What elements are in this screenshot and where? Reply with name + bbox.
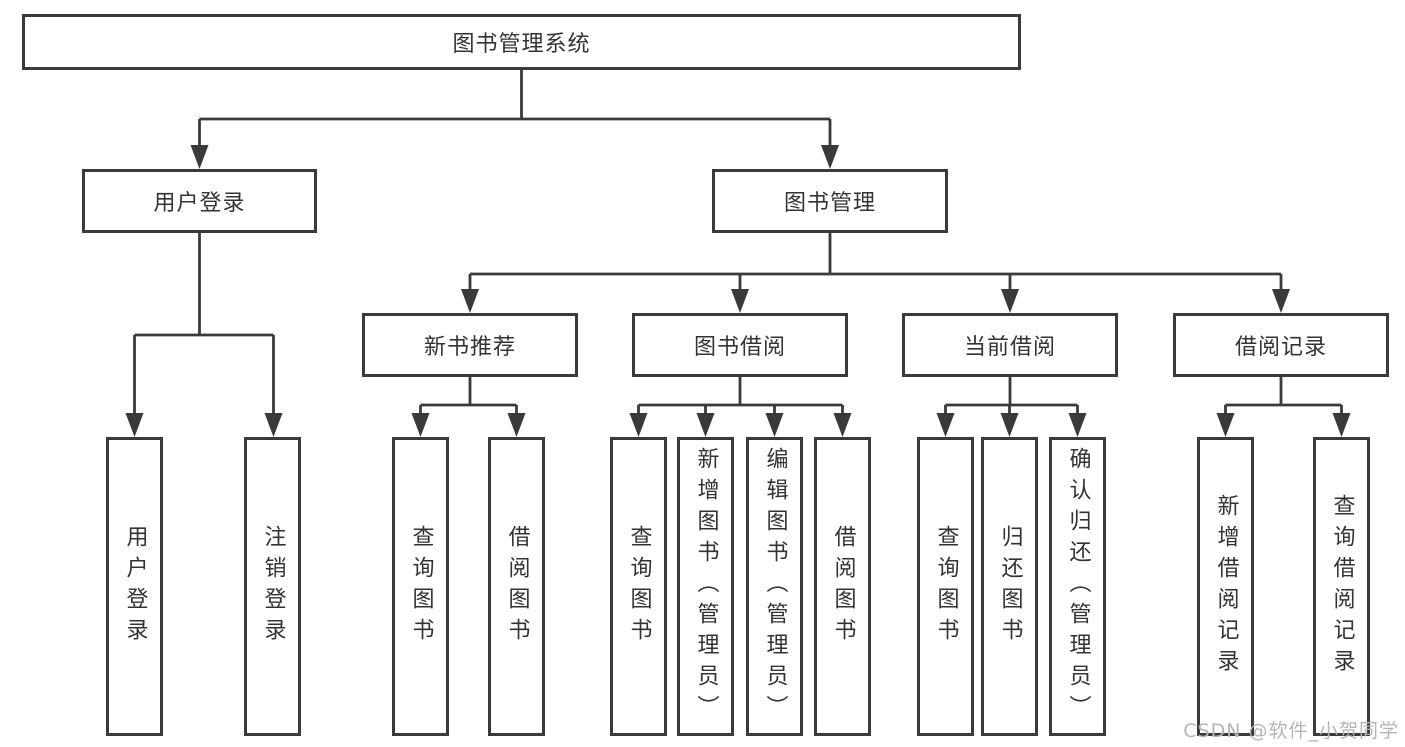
node-current-borrow-label: 当前借阅 — [963, 335, 1056, 360]
node-new-book-recommend-label: 新书推荐 — [423, 335, 516, 360]
node-logout-action: 注销登录 — [244, 437, 301, 736]
node-borrow-records: 借阅记录 — [1173, 313, 1389, 377]
node-query-books-recommend-label: 查询图书 — [408, 524, 434, 649]
node-edit-books-admin: 编辑图书（管理员） — [746, 437, 803, 736]
node-query-books-recommend: 查询图书 — [392, 437, 449, 736]
node-book-management: 图书管理 — [712, 169, 948, 233]
node-edit-books-admin-label: 编辑图书（管理员） — [762, 447, 788, 726]
node-borrow-books-recommend: 借阅图书 — [488, 437, 545, 736]
node-query-borrow-record-label: 查询借阅记录 — [1329, 493, 1355, 680]
connector-paths — [133, 70, 1343, 416]
node-library-system-label: 图书管理系统 — [452, 32, 591, 57]
node-return-books: 归还图书 — [981, 437, 1038, 736]
node-borrow-books-recommend-label: 借阅图书 — [504, 524, 530, 649]
node-add-borrow-record: 新增借阅记录 — [1197, 437, 1254, 736]
node-query-books-current-label: 查询图书 — [933, 524, 959, 649]
csdn-watermark: CSDN @软件_小贺同学 — [1183, 720, 1399, 742]
node-borrow-books: 借阅图书 — [814, 437, 871, 736]
node-borrow-books-label: 借阅图书 — [830, 524, 856, 649]
node-book-borrow: 图书借阅 — [632, 313, 848, 377]
node-query-books-current: 查询图书 — [917, 437, 974, 736]
node-add-borrow-record-label: 新增借阅记录 — [1213, 493, 1239, 680]
node-return-books-label: 归还图书 — [997, 524, 1023, 649]
node-logout-action-label: 注销登录 — [260, 524, 286, 649]
node-library-system: 图书管理系统 — [22, 14, 1021, 70]
node-add-books-admin: 新增图书（管理员） — [677, 437, 734, 736]
node-confirm-return-admin-label: 确认归还（管理员） — [1065, 447, 1091, 726]
node-login-action-label: 用户登录 — [122, 524, 148, 649]
node-book-management-label: 图书管理 — [783, 191, 876, 216]
arrowheads — [125, 145, 1351, 437]
node-query-books-borrow-label: 查询图书 — [626, 524, 652, 649]
node-add-books-admin-label: 新增图书（管理员） — [693, 447, 719, 726]
node-query-borrow-record: 查询借阅记录 — [1313, 437, 1370, 736]
node-new-book-recommend: 新书推荐 — [362, 313, 578, 377]
node-query-books-borrow: 查询图书 — [610, 437, 667, 736]
node-current-borrow: 当前借阅 — [902, 313, 1118, 377]
node-book-borrow-label: 图书借阅 — [693, 335, 786, 360]
node-user-login-label: 用户登录 — [153, 191, 246, 216]
node-borrow-records-label: 借阅记录 — [1234, 335, 1327, 360]
node-user-login: 用户登录 — [82, 169, 317, 233]
node-login-action: 用户登录 — [106, 437, 163, 736]
node-confirm-return-admin: 确认归还（管理员） — [1049, 437, 1106, 736]
